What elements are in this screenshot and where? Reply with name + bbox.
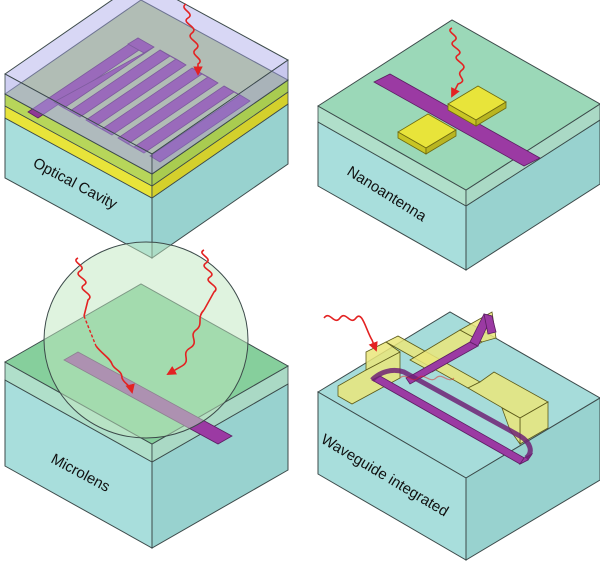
incident-light-wave <box>449 27 465 98</box>
incident-light-wave <box>183 3 203 76</box>
incident-light-wave-left <box>75 257 91 317</box>
panel-optical-cavity: Optical Cavity <box>4 0 289 259</box>
antenna-pad-left <box>397 113 457 155</box>
panel-waveguide-integrated: Waveguide integrated <box>317 311 600 561</box>
incident-light-wave <box>323 314 378 352</box>
microlens-dome <box>43 241 249 439</box>
glass-cover-side <box>151 59 289 175</box>
guided-light <box>399 375 455 381</box>
waveguide-strip <box>373 73 541 167</box>
guided-wave <box>95 345 135 394</box>
waveguide-core <box>371 313 534 466</box>
focused-ray-right <box>166 309 205 375</box>
focused-ray-left <box>83 315 97 347</box>
substrate-side <box>465 397 600 561</box>
antenna-pad-right <box>447 85 507 127</box>
waveguide-core-bend <box>370 367 533 460</box>
meander-electrode <box>27 37 251 163</box>
panel-microlens: Microlens <box>3 241 290 549</box>
panel-nanoantenna: Nanoantenna <box>317 19 600 271</box>
incident-light-wave-right <box>201 249 217 311</box>
